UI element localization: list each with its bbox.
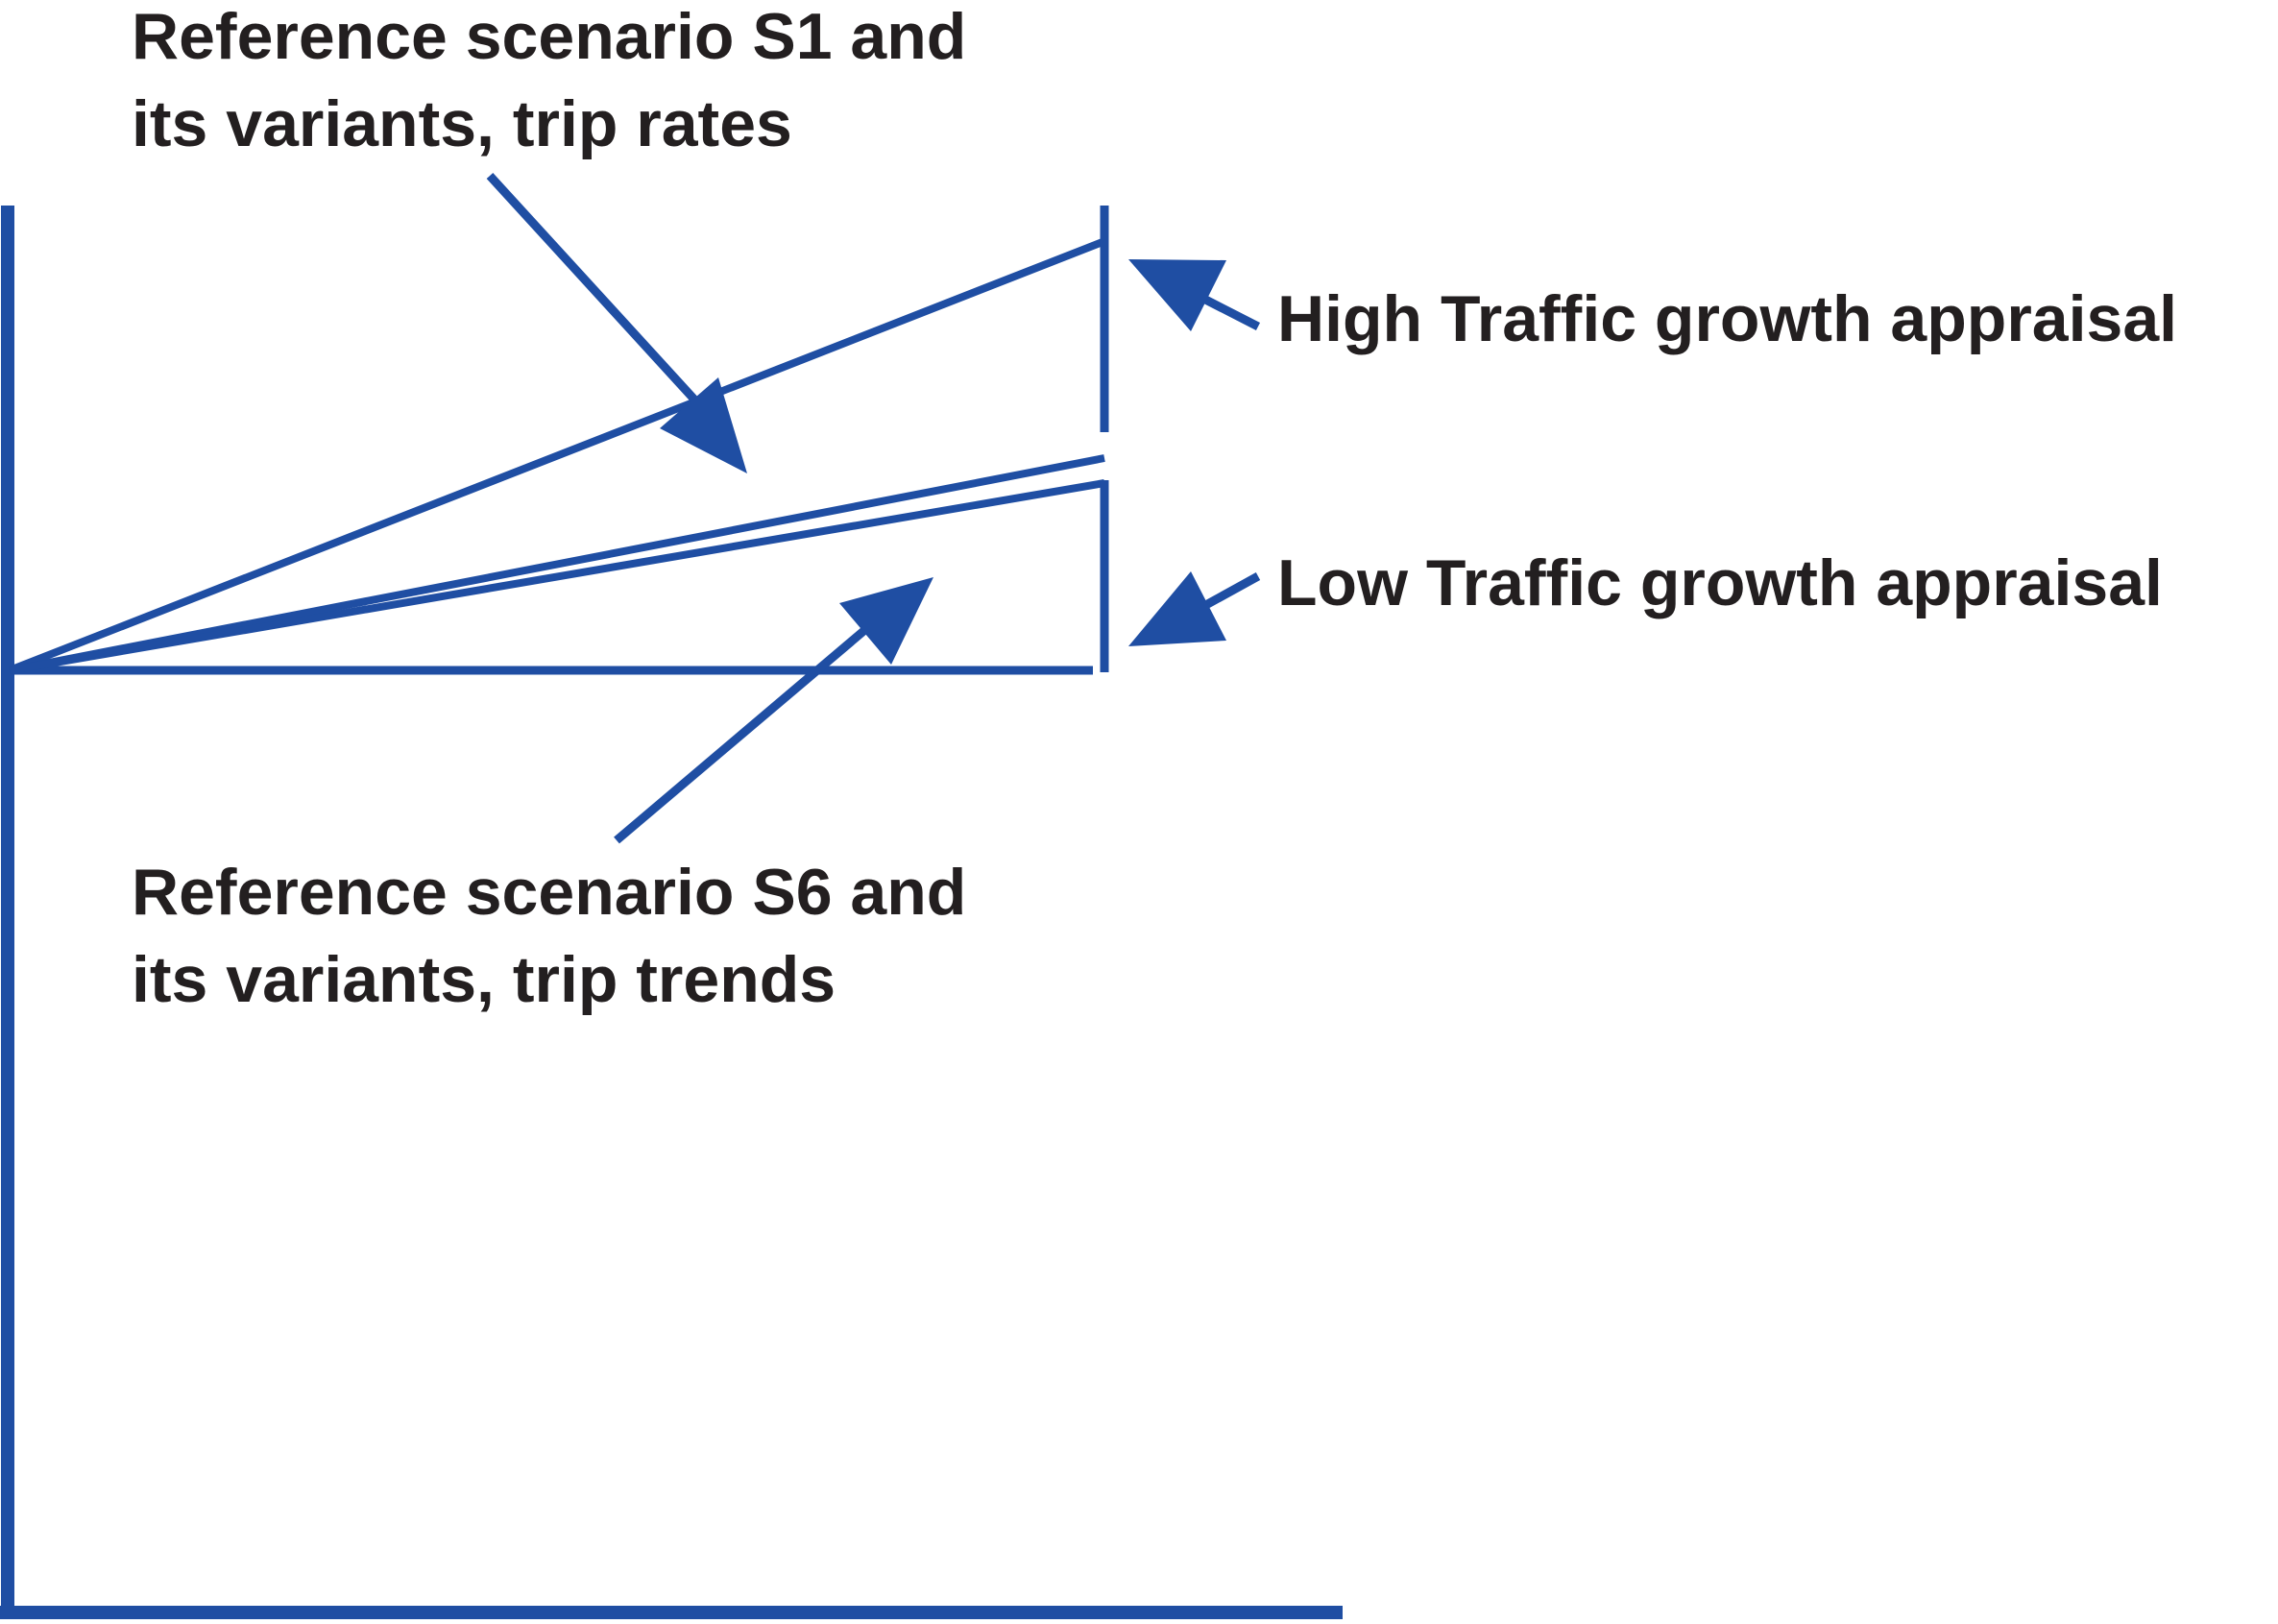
high-growth-line	[8, 238, 1104, 674]
s1-arrow-shaft	[486, 172, 719, 426]
s6-label-line1: Reference scenario S6 and	[132, 856, 966, 929]
s1-label-line2: its variants, trip rates	[132, 87, 792, 160]
s1-line	[9, 454, 1105, 674]
high-arrowhead-icon	[1128, 259, 1226, 331]
s6-arrow-shaft	[614, 618, 877, 844]
s1-arrowhead-icon	[660, 377, 747, 473]
low-growth-label: Low Traffic growth appraisal	[1277, 546, 2163, 619]
low-arrowhead-icon	[1128, 571, 1226, 646]
s6-line	[9, 479, 1105, 674]
s1-label-line1: Reference scenario S1 and	[132, 0, 966, 73]
s6-arrowhead-icon	[839, 577, 933, 665]
s6-label-line2: its variants, trip trends	[132, 943, 836, 1016]
high-growth-label: High Traffic growth appraisal	[1277, 282, 2177, 355]
